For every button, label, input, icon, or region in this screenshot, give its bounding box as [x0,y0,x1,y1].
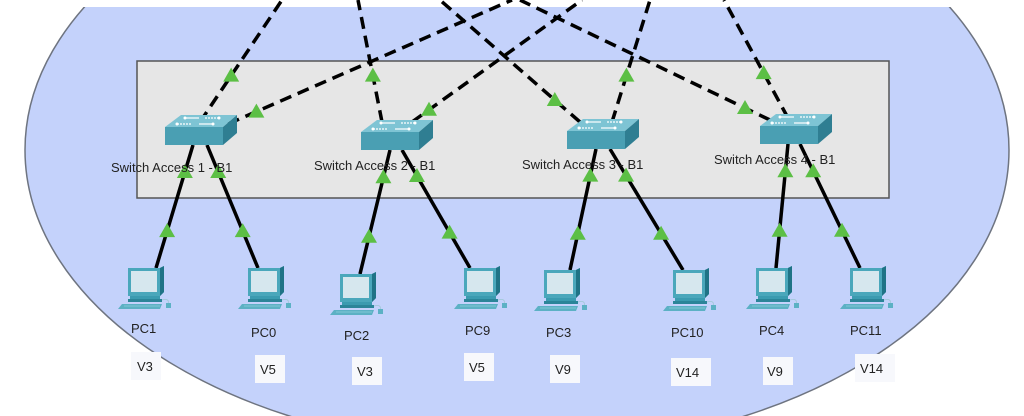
link-status-up-icon [364,67,381,82]
access-link-pc2[interactable] [358,149,392,275]
link-status-up-icon [361,228,377,243]
link-status-up-icon [375,169,392,184]
link-status-up-icon [223,67,240,82]
pc-pc1[interactable]: PC1 V3 [117,266,172,380]
link-status-up-icon [755,65,772,80]
switch-icon[interactable] [567,118,639,150]
vlan-label-bg [352,357,382,385]
vlan-label-bg [763,357,793,385]
pc-label: PC10 [671,325,704,340]
uplink-sw2[interactable] [356,0,384,123]
switch-sw2[interactable]: Switch Access 2 - B1 [314,119,435,173]
link-status-up-icon [569,225,586,240]
vlan-label-bg [671,358,711,386]
switch-icon[interactable] [760,113,832,145]
pc-pc3[interactable]: PC3 V9 [533,268,588,383]
access-link-pc3[interactable] [568,148,598,271]
links-layer [154,0,862,275]
access-link-pc9[interactable] [400,149,472,269]
pc-pc10[interactable]: PC10 V14 [662,268,717,386]
uplink-sw3[interactable] [610,0,652,123]
link-status-up-icon [421,101,437,116]
pc-label: PC3 [546,325,571,340]
link-status-up-icon [441,224,458,239]
switch-label: Switch Access 2 - B1 [314,158,435,173]
access-link-pc10[interactable] [608,148,685,271]
vlan-label: V9 [555,362,571,377]
switch-sw4[interactable]: Switch Access 4 - B1 [714,113,835,167]
link-status-up-icon [210,164,227,179]
vlan-label: V14 [676,365,699,380]
link-status-up-icon [408,167,425,182]
switch-label: Switch Access 1 - B1 [111,160,232,175]
access-link-pc0[interactable] [205,144,260,269]
pc-pc0[interactable]: PC0 V5 [237,266,292,383]
devices-layer: Switch Access 1 - B1 Switch Access 2 - B… [111,113,895,386]
link-status-up-icon [234,223,251,238]
switch-icon[interactable] [361,119,433,151]
vlan-label-bg [255,355,285,383]
vlan-label: V14 [860,361,883,376]
switch-label: Switch Access 3 - B1 [522,157,643,172]
link-status-up-icon [653,225,670,240]
link-status-up-icon [805,163,822,178]
pc-label: PC4 [759,323,784,338]
pc-pc11[interactable]: PC11 V14 [839,266,895,382]
vlan-label: V3 [357,364,373,379]
uplink-sw4[interactable] [722,0,790,119]
access-link-pc11[interactable] [798,143,862,269]
link-status-up-icon [159,223,176,238]
pc-label: PC11 [850,323,882,338]
vlan-label: V3 [137,359,153,374]
vlan-label-bg [855,354,895,382]
switch-sw1[interactable]: Switch Access 1 - B1 [111,114,237,175]
pc-label: PC2 [344,328,369,343]
pc-label: PC1 [131,321,156,336]
uplink-sw1[interactable] [198,0,284,123]
pc-pc2[interactable]: PC2 V3 [329,272,384,385]
vlan-label-bg [550,355,580,383]
link-status-up-icon [248,103,265,118]
switch-icon[interactable] [165,114,237,146]
link-status-up-icon [834,222,850,237]
link-status-up-icon [546,92,563,107]
vlan-label-bg [464,353,494,381]
link-status-up-icon [777,163,794,178]
link-status-up-icon [176,164,193,179]
link-status-up-icon [737,100,753,114]
uplink-sw4[interactable] [519,0,771,122]
pc-label: PC0 [251,325,276,340]
pc-label: PC9 [465,323,490,338]
link-status-up-icon [771,222,788,237]
pc-pc9[interactable]: PC9 V5 [453,266,508,381]
link-status-up-icon [618,167,635,182]
switch-label: Switch Access 4 - B1 [714,152,835,167]
vlan-label: V9 [767,364,783,379]
vlan-label-bg [131,352,161,380]
uplink-sw2[interactable] [410,0,584,124]
access-link-pc1[interactable] [154,144,195,269]
link-status-up-icon [618,67,635,82]
vlan-label: V5 [260,362,276,377]
switch-sw3[interactable]: Switch Access 3 - B1 [522,118,643,172]
pc-pc4[interactable]: PC4 V9 [745,266,800,385]
link-status-up-icon [582,167,599,182]
vlan-label: V5 [469,360,485,375]
